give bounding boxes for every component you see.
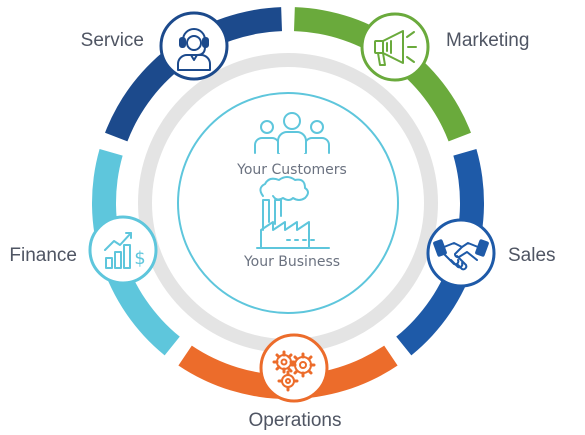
handshake-icon — [433, 239, 489, 271]
megaphone-icon — [374, 30, 417, 66]
svg-text:$: $ — [134, 248, 145, 269]
headset-agent-icon — [177, 28, 211, 71]
operations-badge — [259, 333, 329, 403]
gears-icon — [272, 350, 316, 392]
segment-label-sales: Sales — [508, 245, 556, 266]
segment-label-service: Service — [81, 30, 144, 51]
factory-icon — [256, 176, 330, 249]
segment-arc-operations — [178, 345, 398, 399]
center-label-business: Your Business — [243, 254, 340, 270]
sales-badge — [426, 218, 496, 288]
center-circle — [177, 92, 399, 314]
segment-arc-sales — [396, 148, 485, 356]
marketing-badge — [360, 12, 430, 82]
center-label-customers: Your Customers — [236, 162, 347, 178]
segment-label-finance: Finance — [9, 245, 77, 266]
people-group-icon — [254, 112, 330, 154]
finance-badge: $ — [88, 215, 158, 285]
growth-chart-dollar-icon: $ — [104, 232, 146, 269]
segment-label-operations: Operations — [249, 410, 342, 431]
segment-arc-finance — [91, 148, 180, 356]
segment-label-marketing: Marketing — [446, 30, 529, 51]
service-badge — [159, 11, 229, 81]
